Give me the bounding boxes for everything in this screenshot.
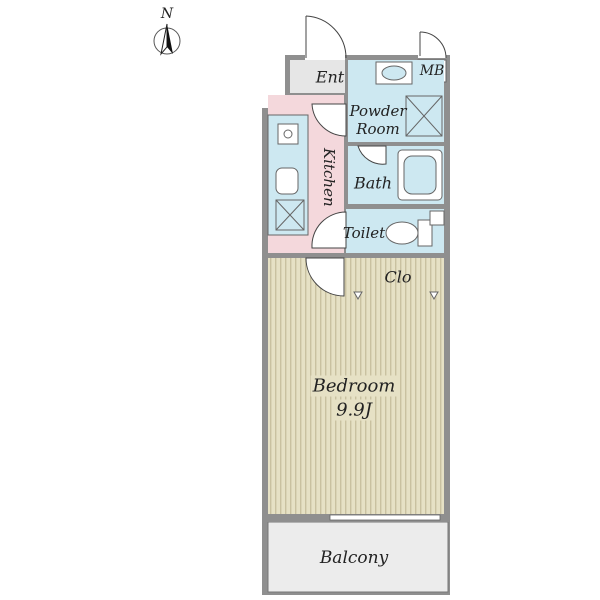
room-label-kitchen: Kitchen: [320, 148, 338, 207]
room-label-bath: Bath: [353, 173, 393, 193]
room-label-clo: Clo: [384, 267, 412, 287]
room-label-bedroom-size: 9.9J: [334, 399, 374, 421]
interior-doors: [305, 103, 387, 297]
room-label-mb: MB: [419, 63, 445, 79]
sink-icon: [375, 61, 413, 85]
toilet-shelf: [429, 210, 445, 226]
balcony-window: [329, 514, 441, 521]
entrance-door: [305, 15, 347, 60]
toilet-icon: [385, 219, 433, 247]
room-label-powder-room: Powder Room: [349, 102, 407, 138]
room-label-balcony: Balcony: [319, 548, 389, 568]
washer-icon: [405, 95, 443, 137]
stove-icon: [275, 123, 299, 195]
compass-label: N: [160, 6, 174, 22]
entrance-floor: [290, 60, 345, 93]
closet-doors: [353, 291, 439, 301]
bathtub-icon: [397, 149, 443, 201]
room-label-ent: Ent: [315, 67, 345, 87]
fridge-space-icon: [275, 199, 305, 231]
compass-icon: [153, 23, 181, 56]
room-label-bedroom: Bedroom: [310, 375, 398, 397]
room-label-toilet: Toilet: [342, 224, 386, 242]
mb-door: [418, 31, 447, 59]
balcony-floor: [267, 521, 449, 593]
